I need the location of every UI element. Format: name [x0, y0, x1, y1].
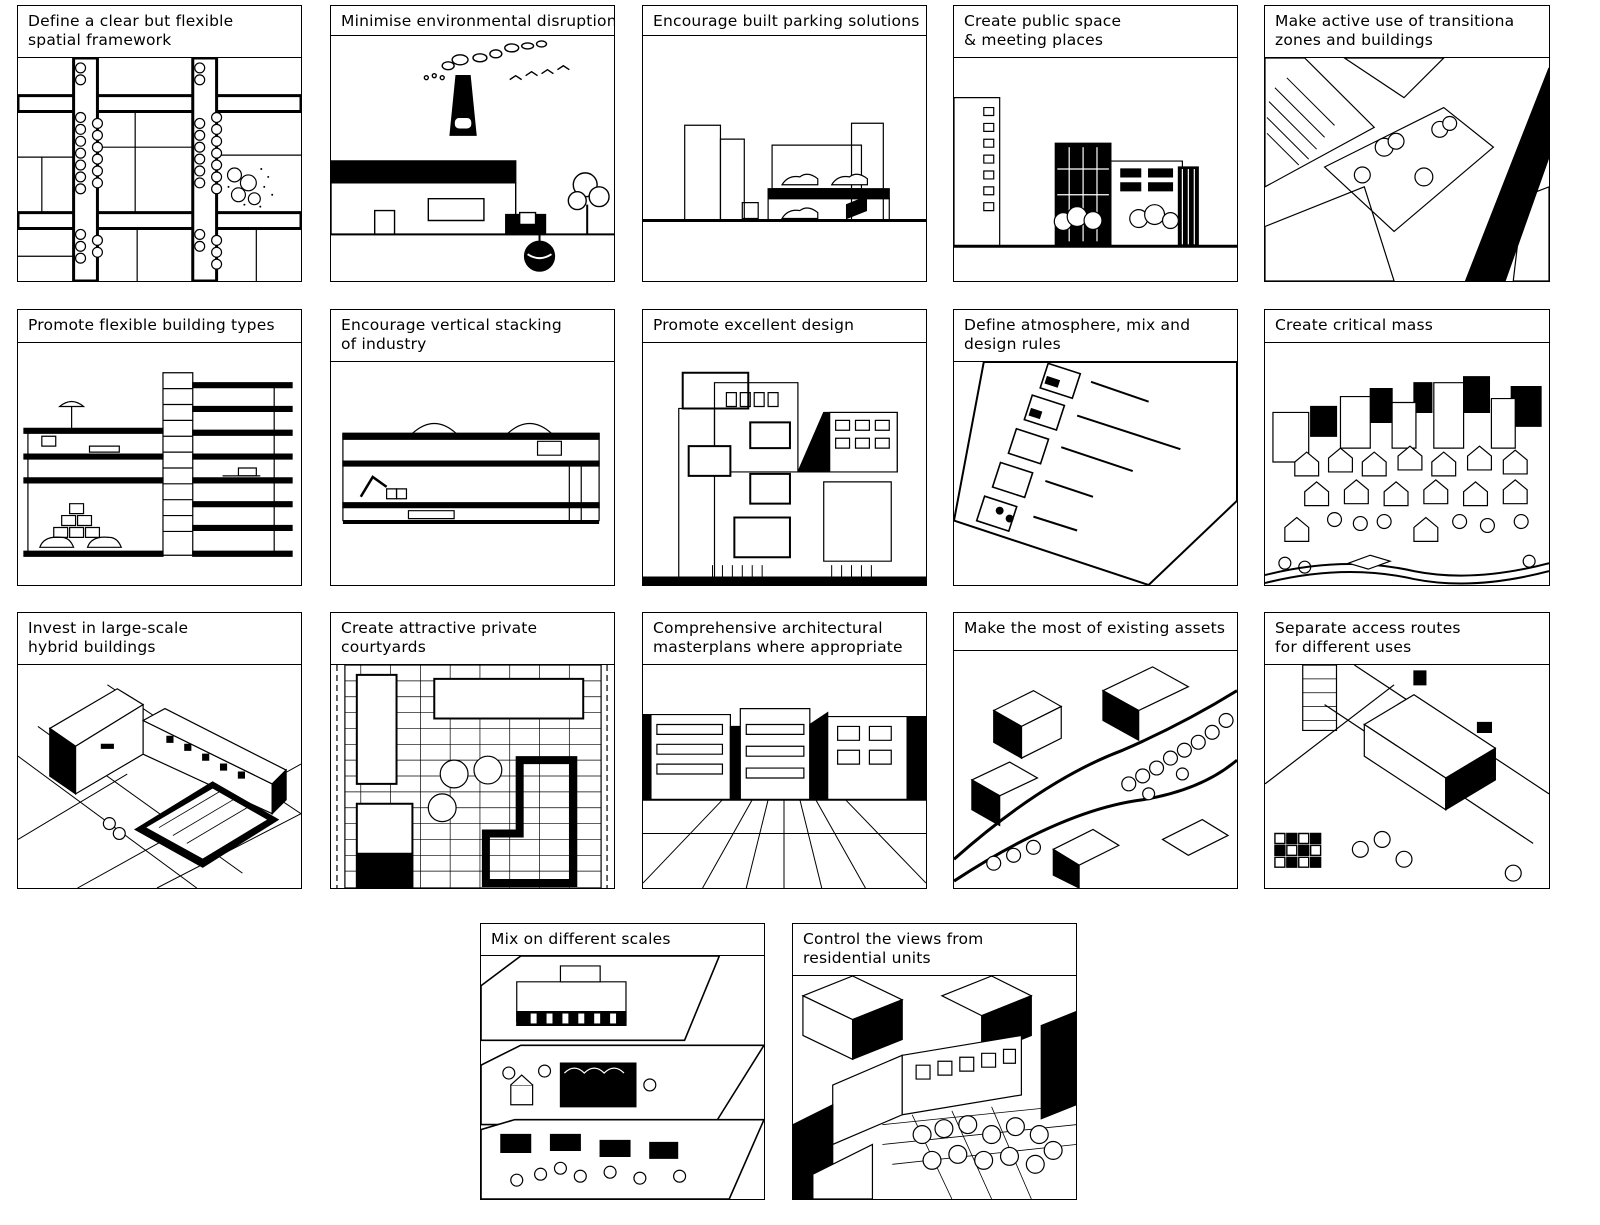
panel-13: Comprehensive architectural masterplans …: [642, 612, 927, 889]
panel-10: Create critical mass: [1264, 309, 1550, 586]
caption-line: Create critical mass: [1275, 316, 1434, 334]
panel-15: Separate access routes for different use…: [1264, 612, 1550, 889]
panel-caption: Encourage vertical stacking of industry: [331, 310, 614, 362]
caption-line: Create attractive private: [341, 619, 538, 637]
street-perspective-drawing: [643, 665, 926, 888]
caption-line: Invest in large-scale: [28, 619, 189, 637]
caption-line: Create public space: [964, 12, 1122, 30]
panel-2: Minimise environmental disruption: [330, 5, 615, 282]
caption-line: Define a clear but flexible: [28, 12, 234, 30]
panel-caption: Control the views from residential units: [793, 924, 1076, 976]
caption-line: of industry: [341, 335, 427, 353]
panel-caption: Mix on different scales: [481, 924, 764, 956]
access-routes-drawing: [1265, 665, 1549, 888]
hybrid-iso-drawing: [18, 665, 301, 888]
layered-scales-drawing: [481, 956, 764, 1199]
panel-caption: Make the most of existing assets: [954, 613, 1237, 651]
caption-line: Encourage built parking solutions: [653, 12, 920, 30]
panel-17: Control the views from residential units: [792, 923, 1077, 1200]
panel-12: Create attractive private courtyards: [330, 612, 615, 889]
panel-6: Promote flexible building types: [17, 309, 302, 586]
caption-line: Promote excellent design: [653, 316, 855, 334]
panel-3: Encourage built parking solutions: [642, 5, 927, 282]
caption-line: Comprehensive architectural: [653, 619, 883, 637]
panel-caption: Invest in large-scale hybrid buildings: [18, 613, 301, 665]
caption-line: Define atmosphere, mix and: [964, 316, 1191, 334]
river-blocks-drawing: [954, 651, 1237, 888]
panel-4: Create public space & meeting places: [953, 5, 1238, 282]
panel-caption: Create attractive private courtyards: [331, 613, 614, 665]
caption-line: design rules: [964, 335, 1061, 353]
building-section-drawing: [18, 343, 301, 585]
caption-line: spatial framework: [28, 31, 172, 49]
caption-line: Make active use of transitiona: [1275, 12, 1515, 30]
grid-plan-drawing: [18, 58, 301, 281]
caption-line: Minimise environmental disruption: [341, 12, 614, 30]
factory-chimney-drawing: [331, 36, 614, 281]
parking-section-drawing: [643, 36, 926, 281]
courtyard-plan-drawing: [331, 665, 614, 888]
panel-7: Encourage vertical stacking of industry: [330, 309, 615, 586]
panel-caption: Make active use of transitiona zones and…: [1265, 6, 1549, 58]
panel-11: Invest in large-scale hybrid buildings: [17, 612, 302, 889]
dense-houses-drawing: [1265, 343, 1549, 585]
panel-caption: Separate access routes for different use…: [1265, 613, 1549, 665]
panel-caption: Define atmosphere, mix and design rules: [954, 310, 1237, 362]
diagonal-park-drawing: [1265, 58, 1549, 281]
panel-caption: Comprehensive architectural masterplans …: [643, 613, 926, 665]
panel-16: Mix on different scales: [480, 923, 765, 1200]
panel-caption: Promote excellent design: [643, 310, 926, 343]
caption-line: Encourage vertical stacking: [341, 316, 562, 334]
stacked-industry-drawing: [331, 362, 614, 585]
rule-sheet-drawing: [954, 362, 1237, 585]
panel-caption: Define a clear but flexible spatial fram…: [18, 6, 301, 58]
design-blocks-drawing: [643, 343, 926, 585]
caption-line: Control the views from: [803, 930, 984, 948]
panel-caption: Minimise environmental disruption: [331, 6, 614, 36]
caption-line: & meeting places: [964, 31, 1104, 49]
caption-line: Separate access routes: [1275, 619, 1461, 637]
caption-line: residential units: [803, 949, 931, 967]
caption-line: Promote flexible building types: [28, 316, 275, 334]
panel-1: Define a clear but flexible spatial fram…: [17, 5, 302, 282]
panel-8: Promote excellent design: [642, 309, 927, 586]
caption-line: Mix on different scales: [491, 930, 671, 948]
panel-caption: Promote flexible building types: [18, 310, 301, 343]
caption-line: for different uses: [1275, 638, 1412, 656]
panel-14: Make the most of existing assets: [953, 612, 1238, 889]
caption-line: zones and buildings: [1275, 31, 1434, 49]
caption-line: hybrid buildings: [28, 638, 156, 656]
panel-caption: Create public space & meeting places: [954, 6, 1237, 58]
caption-line: courtyards: [341, 638, 426, 656]
panel-caption: Encourage built parking solutions: [643, 6, 926, 36]
views-courtyard-drawing: [793, 976, 1076, 1199]
panel-caption: Create critical mass: [1265, 310, 1549, 343]
cafe-street-drawing: [954, 58, 1237, 281]
caption-line: Make the most of existing assets: [964, 619, 1226, 637]
panel-5: Make active use of transitiona zones and…: [1264, 5, 1550, 282]
caption-line: masterplans where appropriate: [653, 638, 903, 656]
panel-9: Define atmosphere, mix and design rules: [953, 309, 1238, 586]
